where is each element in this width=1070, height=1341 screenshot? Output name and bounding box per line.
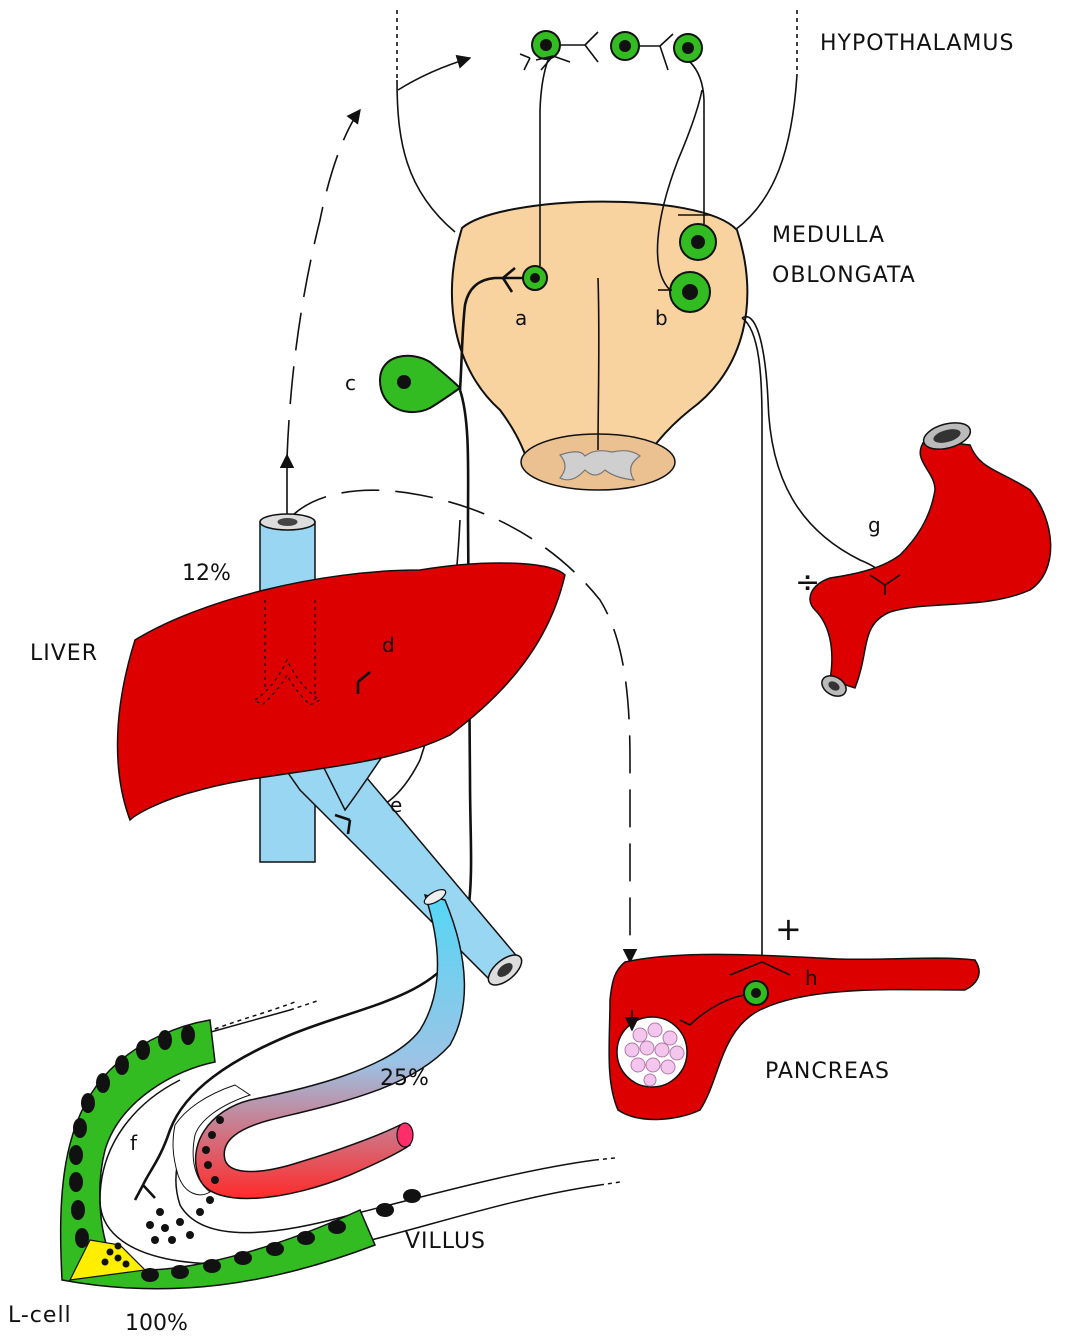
letter-b: b	[655, 306, 668, 330]
percent-lcell: 100%	[125, 1311, 188, 1336]
percent-portal: 12%	[182, 561, 231, 586]
letter-h: h	[805, 966, 818, 990]
villus	[61, 1000, 620, 1289]
sign-stomach-inhibition: ÷	[795, 565, 820, 600]
label-villus: VILLUS	[405, 1229, 486, 1254]
brain-outline	[397, 10, 797, 232]
label-medulla-line1: MEDULLA	[772, 223, 885, 248]
synapse-f	[135, 1185, 155, 1200]
letter-a: a	[515, 306, 527, 330]
letter-e: e	[390, 793, 402, 817]
letter-d: d	[382, 633, 395, 657]
stomach	[810, 418, 1051, 700]
letter-f: f	[130, 1131, 138, 1155]
vagal-efferent-pancreas	[742, 318, 762, 962]
sign-pancreas-stimulation: +	[775, 910, 802, 948]
nodose-ganglion-neuron-c	[380, 356, 460, 412]
pancreas	[609, 954, 979, 1119]
vagal-efferent-stomach	[742, 317, 885, 585]
letter-g: g	[868, 513, 881, 537]
percent-intestinal-vessel: 25%	[380, 1066, 429, 1091]
letter-c: c	[345, 371, 356, 395]
label-lcell: L-cell	[8, 1303, 72, 1328]
label-liver: LIVER	[30, 641, 98, 666]
intestinal-vessel	[173, 887, 464, 1199]
label-medulla-line2: OBLONGATA	[772, 263, 916, 288]
label-pancreas: PANCREAS	[765, 1059, 890, 1084]
arrow-to-hypothalamus	[398, 58, 470, 90]
label-hypothalamus: HYPOTHALAMUS	[820, 31, 1014, 56]
